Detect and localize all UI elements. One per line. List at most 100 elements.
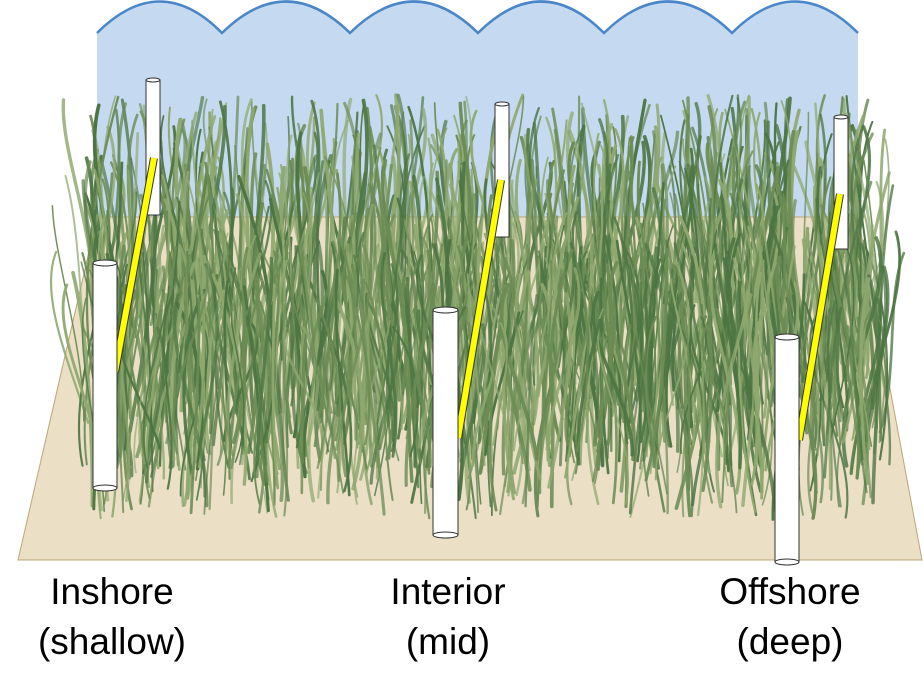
seagrass-blade (545, 316, 561, 448)
seagrass-blade (642, 264, 664, 463)
seagrass-blade (334, 268, 351, 497)
seagrass-blade (671, 264, 692, 518)
seagrass-blade (564, 264, 593, 479)
site-label-inshore: Inshore (shallow) (0, 567, 232, 667)
seagrass-blade (492, 322, 508, 446)
seagrass-blade (512, 257, 552, 452)
interior-instruments (432, 101, 510, 539)
seagrass-blade (206, 173, 242, 418)
seagrass-blade (665, 263, 680, 448)
seagrass-blade (142, 285, 170, 469)
seagrass-blade (696, 291, 705, 517)
seagrass-blade (71, 270, 95, 508)
seagrass-blade (716, 328, 734, 488)
seagrass-blade (691, 257, 732, 507)
seagrass-blade (206, 308, 227, 496)
seagrass-blade (254, 261, 290, 502)
seagrass-blade (639, 268, 650, 497)
seagrass-blade (241, 309, 265, 486)
site-name: Inshore (50, 571, 174, 612)
seagrass-blade (676, 319, 692, 473)
seagrass-blade (713, 243, 743, 470)
seagrass-blade (404, 286, 437, 487)
seagrass-blade (521, 269, 532, 472)
seagrass-blade (398, 218, 434, 390)
seagrass-blade (162, 294, 174, 490)
seagrass-blade (878, 251, 906, 434)
seagrass-blade (592, 284, 617, 447)
site-label-interior: Interior (mid) (328, 567, 568, 667)
seagrass-blade (306, 288, 319, 503)
offshore-instruments (774, 114, 849, 566)
seagrass-blade (859, 277, 871, 486)
seagrass-blade (613, 216, 634, 387)
seagrass-blade (138, 259, 153, 475)
seagrass-blade (241, 246, 268, 466)
seagrass-blade (863, 159, 888, 390)
seagrass-blade (597, 326, 611, 446)
seagrass-blade (297, 192, 313, 468)
seagrass-blade (672, 291, 693, 446)
seagrass-blade (282, 302, 289, 517)
seagrass-blade (466, 273, 486, 467)
seagrass-blade (255, 256, 274, 479)
seagrass-blade (172, 293, 209, 508)
seagrass-blade (604, 234, 622, 463)
seagrass-blade (564, 283, 592, 446)
site-name: Offshore (719, 571, 861, 612)
seagrass-blade (145, 326, 165, 484)
seagrass-blade (331, 257, 363, 460)
offshore-sensor-line (796, 193, 843, 441)
seagrass-blade (299, 288, 330, 464)
seagrass-blade (675, 261, 711, 474)
seagrass-blade (558, 251, 569, 467)
seagrass-blade (849, 297, 882, 476)
site-depth: (shallow) (37, 621, 187, 662)
seagrass-blade (138, 324, 176, 465)
seagrass-blade (464, 289, 479, 504)
seagrass-blade (714, 293, 753, 509)
site-label-offshore: Offshore (deep) (670, 567, 910, 667)
seagrass-blade (512, 282, 552, 475)
seagrass-blade (801, 238, 833, 491)
seagrass-blade (791, 198, 826, 442)
seagrass-blade (836, 246, 868, 494)
seagrass-blade (171, 267, 209, 455)
seagrass-blade (336, 244, 371, 483)
seagrass-blade (748, 305, 767, 444)
seagrass-blade (669, 278, 696, 446)
seagrass-blade (147, 262, 185, 508)
seagrass-blade (591, 290, 634, 457)
seagrass-blade (701, 295, 713, 492)
seagrass-blade (632, 249, 668, 495)
seagrass-blade (204, 312, 234, 457)
seagrass-blade (514, 272, 542, 481)
seagrass-blade (369, 303, 401, 485)
seagrass-blade (823, 306, 843, 479)
seagrass-blade (475, 272, 512, 497)
seagrass-blade (833, 270, 864, 466)
site-depth: (deep) (736, 621, 844, 662)
seagrass-blade (194, 263, 219, 464)
seagrass-blade (336, 306, 358, 494)
seagrass-blade (701, 324, 729, 447)
seagrass-blade (654, 302, 690, 481)
seagrass-blade (628, 246, 658, 515)
seagrass-blade (493, 242, 530, 505)
site-depth: (mid) (405, 621, 491, 662)
seagrass-blade (262, 259, 288, 459)
seagrass-blade (359, 275, 373, 506)
seagrass-blade (458, 180, 481, 384)
seagrass-blade (741, 238, 764, 508)
seagrass-blade (735, 280, 777, 512)
seagrass-blade (546, 267, 581, 462)
seagrass-blade (644, 315, 666, 513)
seagrass-blade (644, 248, 669, 482)
inshore-instruments (92, 77, 161, 492)
seagrass-blade (850, 124, 866, 322)
inshore-front-pole (92, 259, 118, 492)
seagrass-blade (316, 239, 325, 425)
seagrass-blade (361, 278, 386, 516)
seagrass-blade (688, 304, 730, 473)
